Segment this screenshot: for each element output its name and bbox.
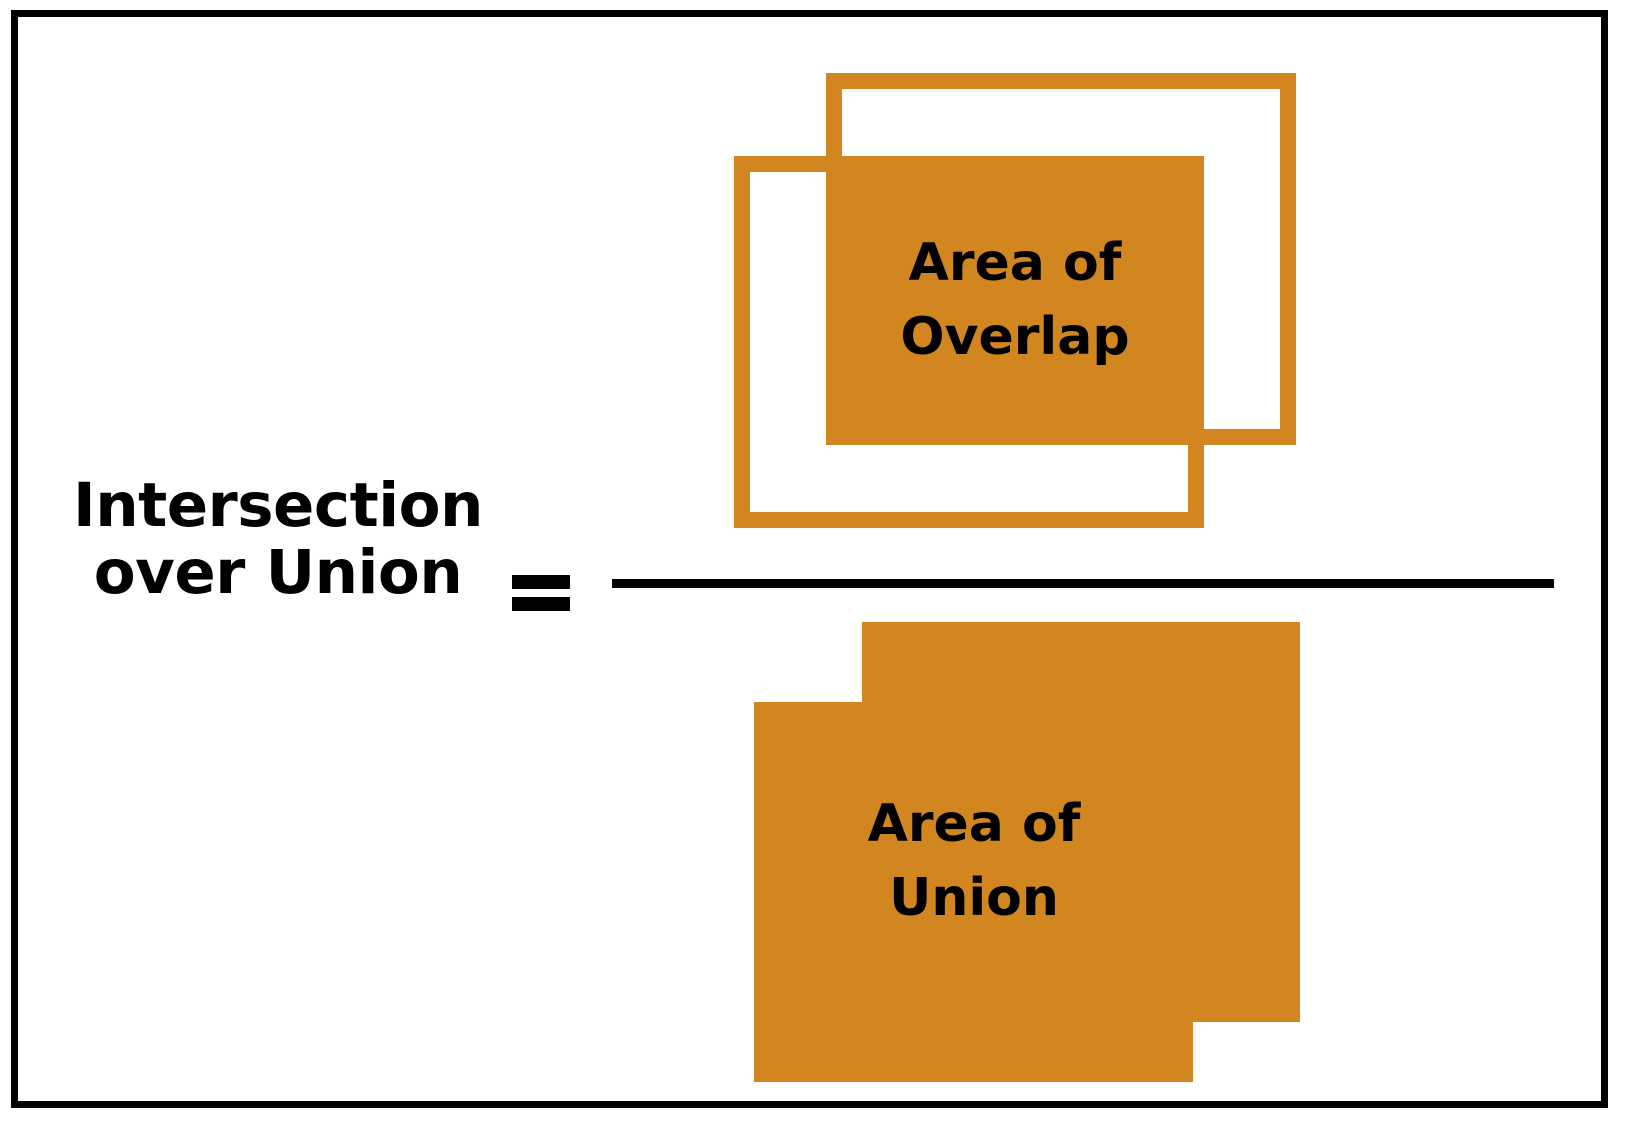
overlap-label-line-2: Overlap (900, 306, 1130, 367)
title-line-2: over Union (93, 537, 463, 609)
area-of-overlap-label: Area of Overlap (826, 156, 1204, 445)
outer-frame-border: Intersection over Union Area of Overlap (11, 10, 1608, 1108)
equals-sign-icon (512, 575, 570, 611)
union-polygon (754, 622, 1300, 1082)
union-diagram: Area of Union (708, 592, 1328, 1102)
equals-bar-gap (512, 589, 570, 597)
overlap-label-line-1: Area of (908, 232, 1122, 293)
intersection-diagram: Area of Overlap (708, 57, 1328, 557)
area-of-overlap-fill (826, 156, 1204, 445)
area-of-union-fill (754, 622, 1300, 1082)
equals-bar-top (512, 575, 570, 589)
title-line-1: Intersection (73, 470, 483, 541)
equals-bar-bottom (512, 597, 570, 611)
fraction-bar (612, 579, 1554, 588)
page-title: Intersection over Union (58, 472, 498, 606)
